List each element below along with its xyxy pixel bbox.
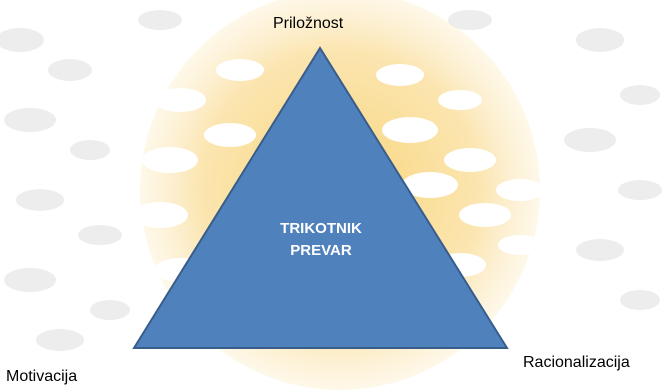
white-dot-pattern (132, 59, 544, 331)
gray-dot-pattern (0, 10, 662, 351)
vertex-label-top: Priložnost (273, 15, 344, 32)
vertex-label-bottom-right: Racionalizacija (523, 354, 630, 371)
center-label-line-2: PREVAR (290, 242, 352, 259)
triangle-center-label: TRIKOTNIK PREVAR (238, 218, 404, 262)
center-label-line-1: TRIKOTNIK (280, 220, 362, 237)
vertex-label-bottom-left: Motivacija (6, 368, 78, 385)
triangle-shape (132, 46, 509, 349)
